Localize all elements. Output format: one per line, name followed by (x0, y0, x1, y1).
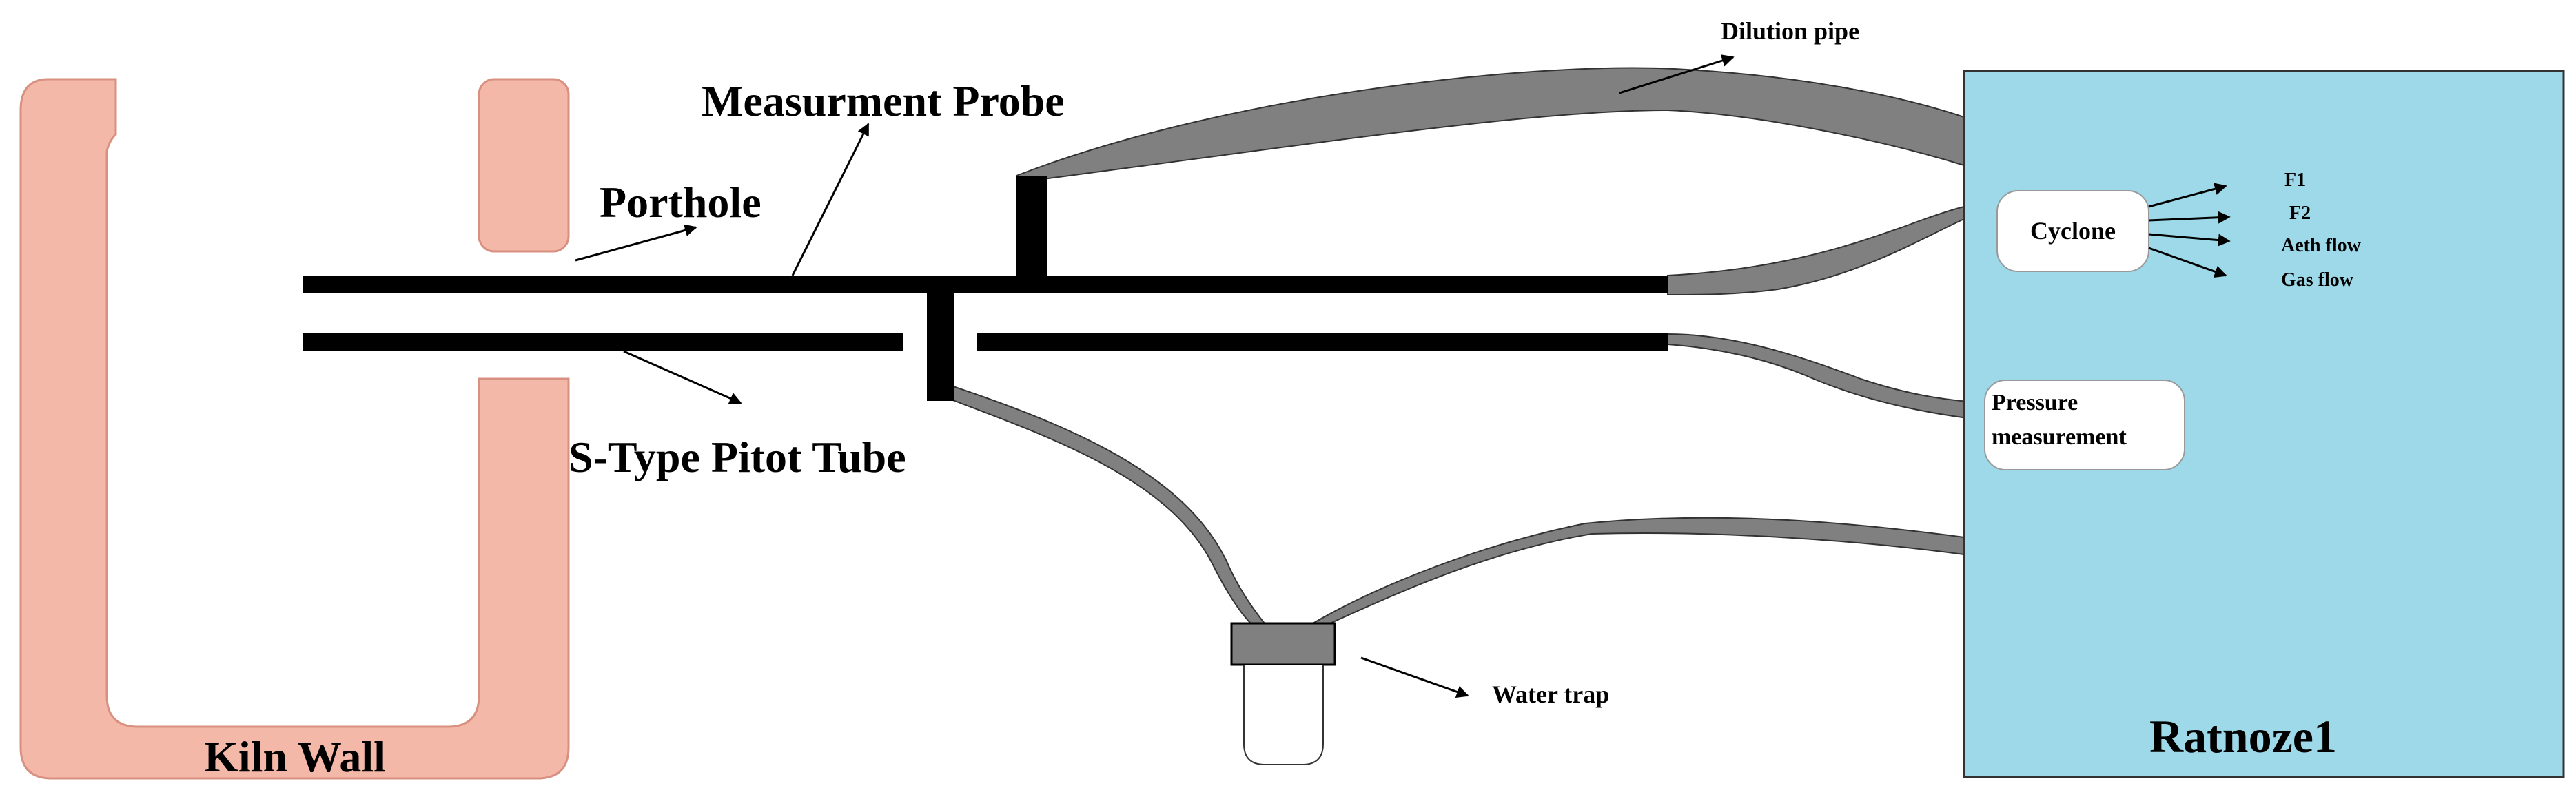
arrow-gas-flow (2148, 247, 2227, 278)
label-instrument-box: Ratnoze1 (2149, 710, 2337, 762)
output-aeth-flow: Aeth flow (2281, 235, 2362, 256)
pressure-measurement-label-line2: measurement (1992, 424, 2127, 450)
label-kiln-wall: Kiln Wall (204, 732, 386, 781)
label-dilution-pipe: Dilution pipe (1721, 17, 1859, 45)
measurement-probe-arrow (791, 123, 870, 276)
arrow-aeth-flow (2148, 233, 2231, 247)
label-pitot-tube: S-Type Pitot Tube (569, 433, 906, 481)
water-trap (1230, 622, 1336, 765)
dilution-pipe-arrow (1619, 54, 1735, 94)
label-porthole: Porthole (600, 178, 761, 227)
porthole-arrow (575, 224, 697, 262)
output-gas-flow: Gas flow (2281, 269, 2354, 291)
pressure-measurement-box (1984, 380, 2185, 470)
pipes (950, 67, 1985, 624)
pitot-tube-line-right (977, 333, 1668, 351)
water-trap-cap (1230, 622, 1336, 666)
callout-arrows (575, 54, 1735, 698)
water-trap-to-box-pipe (1310, 517, 1965, 624)
dilution-pipe (1016, 67, 1965, 184)
pitot-tube-arrow (623, 350, 742, 404)
dilution-connector (1016, 176, 1047, 279)
kiln-wall (19, 78, 570, 780)
water-trap-arrow (1360, 656, 1469, 698)
output-f2: F2 (2289, 203, 2311, 224)
pitot-to-water-trap-pipe (950, 384, 1267, 624)
kiln-wall-upper-segment (478, 78, 570, 253)
pitot-connector (927, 291, 954, 401)
output-f1: F1 (2284, 169, 2306, 191)
cyclone-label: Cyclone (2030, 217, 2116, 245)
label-measurement-probe: Measurment Probe (702, 76, 1065, 125)
label-water-trap: Water trap (1492, 681, 1609, 708)
water-trap-vessel (1243, 665, 1324, 765)
arrow-f1 (2148, 183, 2227, 208)
cyclone-box (1996, 190, 2149, 272)
pitot-to-pressure-pipe (1667, 333, 1985, 422)
measurement-probe-line (303, 276, 1668, 293)
arrow-f2 (2148, 211, 2231, 224)
cyclone-output-arrows (2148, 183, 2231, 278)
pitot-tube-line-left (303, 333, 903, 351)
probe-assembly (303, 176, 1668, 401)
pressure-measurement-label-line1: Pressure (1992, 390, 2078, 415)
probe-to-cyclone-pipe (1667, 205, 1965, 296)
